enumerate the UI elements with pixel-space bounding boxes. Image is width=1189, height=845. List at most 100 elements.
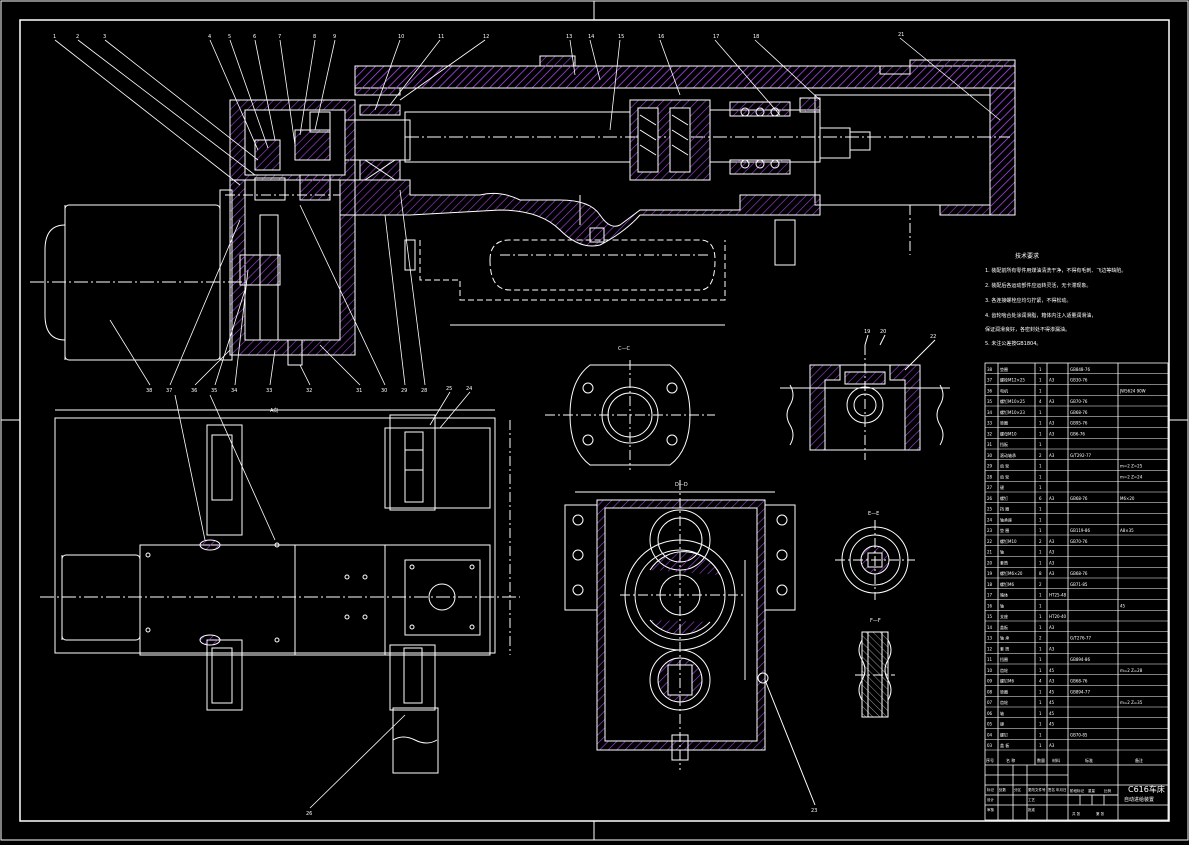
bom-header-note: 备注 — [1135, 757, 1143, 763]
leader-numbers-top: 1 2 3 4 5 6 7 8 9 10 11 12 13 14 15 16 1… — [53, 34, 759, 40]
tech-requirements: 技术要求 1. 装配前所有零件用煤油清洗干净，不得有毛刺、飞边等缺陷。 2. 装… — [985, 252, 1126, 347]
bom-cell-name: 齿 轮 — [1000, 473, 1009, 479]
bom-cell-qty: 1 — [1039, 474, 1042, 479]
bom-cell-std: G/T276-77 — [1070, 636, 1092, 641]
bom-cell-mat: A3 — [1049, 399, 1055, 404]
bom-cell-no: 04 — [987, 732, 993, 737]
bom-cell-std: GB894-77 — [1070, 689, 1090, 694]
leader-num: 5 — [228, 34, 231, 40]
bom-cell-name: 轴 — [1000, 549, 1004, 555]
section-c-view: C—C — [545, 346, 715, 470]
bom-cell-qty: 1 — [1039, 528, 1042, 533]
bom-cell-qty: 1 — [1039, 593, 1042, 598]
bom-cell-no: 12 — [987, 646, 993, 651]
bom-cell-qty: 1 — [1039, 378, 1042, 383]
bom-cell-mat: HT20-40 — [1049, 614, 1067, 619]
leader-num: 38 — [146, 388, 152, 394]
bom-cell-mat: A3 — [1049, 560, 1055, 565]
bom-cell-mat: 45 — [1049, 711, 1055, 716]
bom-cell-no: 10 — [987, 668, 993, 673]
leader-num: 15 — [618, 34, 624, 40]
bom-cell-no: 20 — [987, 560, 993, 565]
bom-cell-note: m=2 Z=24 — [1120, 474, 1143, 479]
bom-cell-qty: 1 — [1039, 464, 1042, 469]
tb-sign-label: 审核 — [987, 807, 995, 812]
bom-cell-qty: 1 — [1039, 743, 1042, 748]
bom-cell-no: 23 — [987, 528, 993, 533]
tb-sign-label: 批准 — [1028, 807, 1036, 812]
leader-num: 22 — [930, 334, 936, 340]
bom-cell-name: 螺钉M6 — [1000, 581, 1014, 587]
section-label-f: F—F — [870, 618, 881, 624]
bom-cell-no: 27 — [987, 485, 993, 490]
leader-num: 16 — [658, 34, 664, 40]
bom-cell-note: 45 — [1120, 603, 1126, 608]
leader-numbers-bottom: 38 37 36 35 34 33 32 31 30 29 28 — [146, 388, 427, 394]
bom-cell-qty: 8 — [1039, 571, 1042, 576]
bill-of-materials — [984, 362, 1169, 821]
tb-stage-label: 比例 — [1104, 788, 1112, 793]
leader-num: 9 — [333, 34, 336, 40]
bom-cell-name: 滚动轴承 — [1000, 452, 1016, 458]
leader-num: 31 — [356, 388, 362, 394]
bom-cell-mat: A3 — [1049, 550, 1055, 555]
bom-cell-no: 37 — [987, 378, 993, 383]
bom-cell-no: 22 — [987, 539, 993, 544]
bom-header-name: 名 称 — [1006, 757, 1015, 763]
bom-cell-std: GB70-76 — [1070, 399, 1088, 404]
bom-cell-std: GB68-76 — [1070, 410, 1088, 415]
bom-cell-note: m=2 Z=25 — [1120, 464, 1143, 469]
tb-sign-label: 工艺 — [1028, 797, 1036, 802]
bom-cell-mat: A3 — [1049, 453, 1055, 458]
bom-cell-name: 轴 — [1000, 710, 1004, 716]
bom-header-no: 序号 — [986, 757, 994, 763]
leader-num: 26 — [306, 811, 312, 817]
leader-num: 20 — [880, 329, 886, 335]
bom-cell-no: 38 — [987, 367, 993, 372]
bom-cell-no: 07 — [987, 700, 993, 705]
leader-num: 21 — [898, 32, 904, 38]
leader-num: 11 — [438, 34, 444, 40]
bom-cell-qty: 4 — [1039, 399, 1042, 404]
bom-cell-qty: 1 — [1039, 421, 1042, 426]
bom-cell-qty: 2 — [1039, 453, 1042, 458]
bom-cell-mat: 45 — [1049, 689, 1055, 694]
bom-cell-no: 14 — [987, 625, 993, 630]
bom-cell-no: 24 — [987, 517, 993, 522]
bom-cell-std: GB30-76 — [1070, 378, 1088, 383]
bom-cell-no: 03 — [987, 743, 993, 748]
bom-cell-mat: HT25-48 — [1049, 593, 1067, 598]
bom-header-mat: 材料 — [1052, 757, 1060, 763]
bom-cell-qty: 2 — [1039, 539, 1042, 544]
bom-cell-name: 套 筒 — [1000, 645, 1009, 651]
bom-cell-note: m=2 Z=28 — [1120, 668, 1143, 673]
bom-cell-name: 支座 — [1000, 613, 1008, 619]
bom-cell-std: GB848-76 — [1070, 367, 1090, 372]
leader-num: 35 — [211, 388, 217, 394]
bom-cell-name: 螺母M10 — [1000, 430, 1017, 436]
bom-cell-no: 26 — [987, 496, 993, 501]
bom-cell-std: GB71-85 — [1070, 582, 1088, 587]
bom-cell-no: 18 — [987, 582, 993, 587]
tech-req-item: 3. 各连接螺栓应均匀拧紧，不得松动。 — [985, 297, 1071, 304]
tb-sheet-label: 共 张 — [1072, 811, 1081, 816]
section-label-c: C—C — [618, 346, 630, 352]
bom-cell-qty: 1 — [1039, 614, 1042, 619]
bom-cell-std: GB894-86 — [1070, 657, 1090, 662]
drawing-title: C616车床 — [1128, 784, 1165, 794]
bom-cell-qty: 1 — [1039, 657, 1042, 662]
bom-cell-no: 11 — [987, 657, 993, 662]
bom-cell-name: 螺栓M12×25 — [1000, 377, 1025, 383]
tb-sign-label: 设计 — [987, 797, 995, 802]
leader-num: 30 — [381, 388, 387, 394]
bom-cell-qty: 1 — [1039, 625, 1042, 630]
leader-num: 7 — [278, 34, 281, 40]
tech-req-item: 1. 装配前所有零件用煤油清洗干净，不得有毛刺、飞边等缺陷。 — [985, 267, 1126, 274]
leader-num: 33 — [266, 388, 272, 394]
bom-cell-qty: 4 — [1039, 679, 1042, 684]
leader-num: 23 — [811, 808, 817, 814]
bom-cell-name: 盖板 — [1000, 624, 1008, 630]
plan-view-a: A向 — [40, 407, 520, 774]
